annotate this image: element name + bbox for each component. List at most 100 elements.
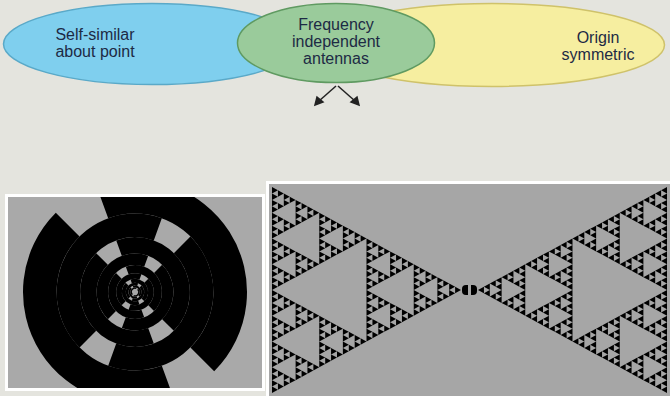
sierpinski-triangle bbox=[307, 206, 313, 212]
sierpinski-triangle bbox=[426, 296, 432, 302]
sierpinski-triangle bbox=[561, 280, 567, 286]
sierpinski-triangle bbox=[396, 267, 402, 273]
sierpinski-triangle bbox=[567, 303, 573, 309]
sierpinski-triangle bbox=[284, 226, 290, 232]
sierpinski-triangle bbox=[302, 255, 308, 261]
sierpinski-triangle bbox=[661, 277, 667, 283]
sierpinski-triangle bbox=[331, 245, 337, 251]
sierpinski-triangle bbox=[573, 338, 579, 344]
sierpinski-triangle bbox=[325, 255, 331, 261]
sierpinski-triangle bbox=[367, 239, 373, 245]
sierpinski-triangle bbox=[367, 335, 373, 341]
sierpinski-triangle bbox=[643, 300, 649, 306]
sierpinski-triangle bbox=[525, 261, 531, 267]
sierpinski-triangle bbox=[355, 342, 361, 348]
sierpinski-triangle bbox=[272, 309, 278, 315]
sierpinski-triangle bbox=[349, 242, 355, 248]
sierpinski-triangle bbox=[414, 303, 420, 309]
feed-point bbox=[462, 285, 477, 295]
sierpinski-triangle bbox=[649, 271, 655, 277]
sierpinski-triangle bbox=[343, 329, 349, 335]
sierpinski-triangle bbox=[296, 354, 302, 360]
sierpinski-triangle bbox=[543, 258, 549, 264]
sierpinski-triangle bbox=[661, 354, 667, 360]
sierpinski-triangle bbox=[661, 213, 667, 219]
sierpinski-triangle bbox=[372, 332, 378, 338]
sierpinski-triangle bbox=[555, 329, 561, 335]
sierpinski-triangle bbox=[661, 329, 667, 335]
sierpinski-triangle bbox=[355, 239, 361, 245]
sierpinski-triangle bbox=[608, 345, 614, 351]
sierpinski-triangle bbox=[643, 197, 649, 203]
sierpinski-triangle bbox=[319, 239, 325, 245]
sierpinski-triangle bbox=[608, 255, 614, 261]
sierpinski-triangle bbox=[284, 200, 290, 206]
sierpinski-triangle bbox=[484, 284, 490, 290]
sierpinski-triangle bbox=[608, 216, 614, 222]
sierpinski-triangle bbox=[543, 316, 549, 322]
sierpinski-triangle bbox=[502, 274, 508, 280]
sierpinski-triangle bbox=[367, 264, 373, 270]
sierpinski-triangle bbox=[649, 277, 655, 283]
sierpinski-triangle bbox=[307, 367, 313, 373]
sierpinski-triangle bbox=[272, 348, 278, 354]
sierpinski-triangle bbox=[331, 226, 337, 232]
sierpinski-triangle bbox=[490, 280, 496, 286]
sierpinski-triangle bbox=[272, 219, 278, 225]
sierpinski-triangle bbox=[437, 277, 443, 283]
sierpinski-triangle bbox=[596, 222, 602, 228]
sierpinski-triangle bbox=[637, 264, 643, 270]
sierpinski-triangle bbox=[272, 296, 278, 302]
sierpinski-triangle bbox=[567, 284, 573, 290]
sierpinski-triangle bbox=[649, 193, 655, 199]
sierpinski-triangle bbox=[296, 264, 302, 270]
sierpinski-triangle bbox=[325, 216, 331, 222]
sierpinski-triangle bbox=[290, 300, 296, 306]
sierpinski-triangle bbox=[637, 374, 643, 380]
sierpinski-triangle bbox=[272, 232, 278, 238]
sierpinski-triangle bbox=[661, 284, 667, 290]
pointer-arrows bbox=[315, 86, 359, 105]
sierpinski-triangle bbox=[632, 306, 638, 312]
sierpinski-triangle bbox=[561, 319, 567, 325]
sierpinski-triangle bbox=[608, 332, 614, 338]
sierpinski-triangle bbox=[278, 203, 284, 209]
sierpinski-triangle bbox=[578, 232, 584, 238]
sierpinski-triangle bbox=[578, 342, 584, 348]
sierpinski-triangle bbox=[396, 255, 402, 261]
sierpinski-triangle bbox=[325, 319, 331, 325]
sierpinski-triangle bbox=[555, 251, 561, 257]
sierpinski-triangle bbox=[296, 206, 302, 212]
sierpinski-triangle bbox=[296, 316, 302, 322]
sierpinski-triangle bbox=[307, 361, 313, 367]
sierpinski-triangle bbox=[561, 306, 567, 312]
sierpinski-triangle bbox=[637, 322, 643, 328]
sierpinski-triangle bbox=[378, 271, 384, 277]
sierpinski-triangle bbox=[614, 316, 620, 322]
sierpinski-triangle bbox=[302, 203, 308, 209]
sierpinski-triangle bbox=[549, 300, 555, 306]
sierpinski-triangle bbox=[349, 332, 355, 338]
sierpinski-triangle bbox=[272, 354, 278, 360]
sierpinski-triangle bbox=[319, 348, 325, 354]
sierpinski-triangle bbox=[655, 332, 661, 338]
sierpinski-triangle bbox=[661, 219, 667, 225]
sierpinski-triangle bbox=[414, 284, 420, 290]
sierpinski-triangle bbox=[319, 226, 325, 232]
sierpinski-triangle bbox=[272, 316, 278, 322]
sierpinski-triangle bbox=[384, 300, 390, 306]
sierpinski-triangle bbox=[513, 280, 519, 286]
sierpinski-triangle bbox=[402, 309, 408, 315]
sierpinski-triangle bbox=[278, 332, 284, 338]
sierpinski-triangle bbox=[272, 284, 278, 290]
sierpinski-triangle bbox=[649, 303, 655, 309]
sierpinski-triangle bbox=[661, 290, 667, 296]
sierpinski-triangle bbox=[632, 267, 638, 273]
sierpinski-triangle bbox=[614, 219, 620, 225]
sierpinski-triangle bbox=[537, 319, 543, 325]
sierpinski-bowtie-antenna bbox=[272, 187, 667, 393]
sierpinski-triangle bbox=[513, 267, 519, 273]
sierpinski-triangle bbox=[426, 271, 432, 277]
sierpinski-triangle bbox=[567, 329, 573, 335]
sierpinski-triangle bbox=[655, 370, 661, 376]
